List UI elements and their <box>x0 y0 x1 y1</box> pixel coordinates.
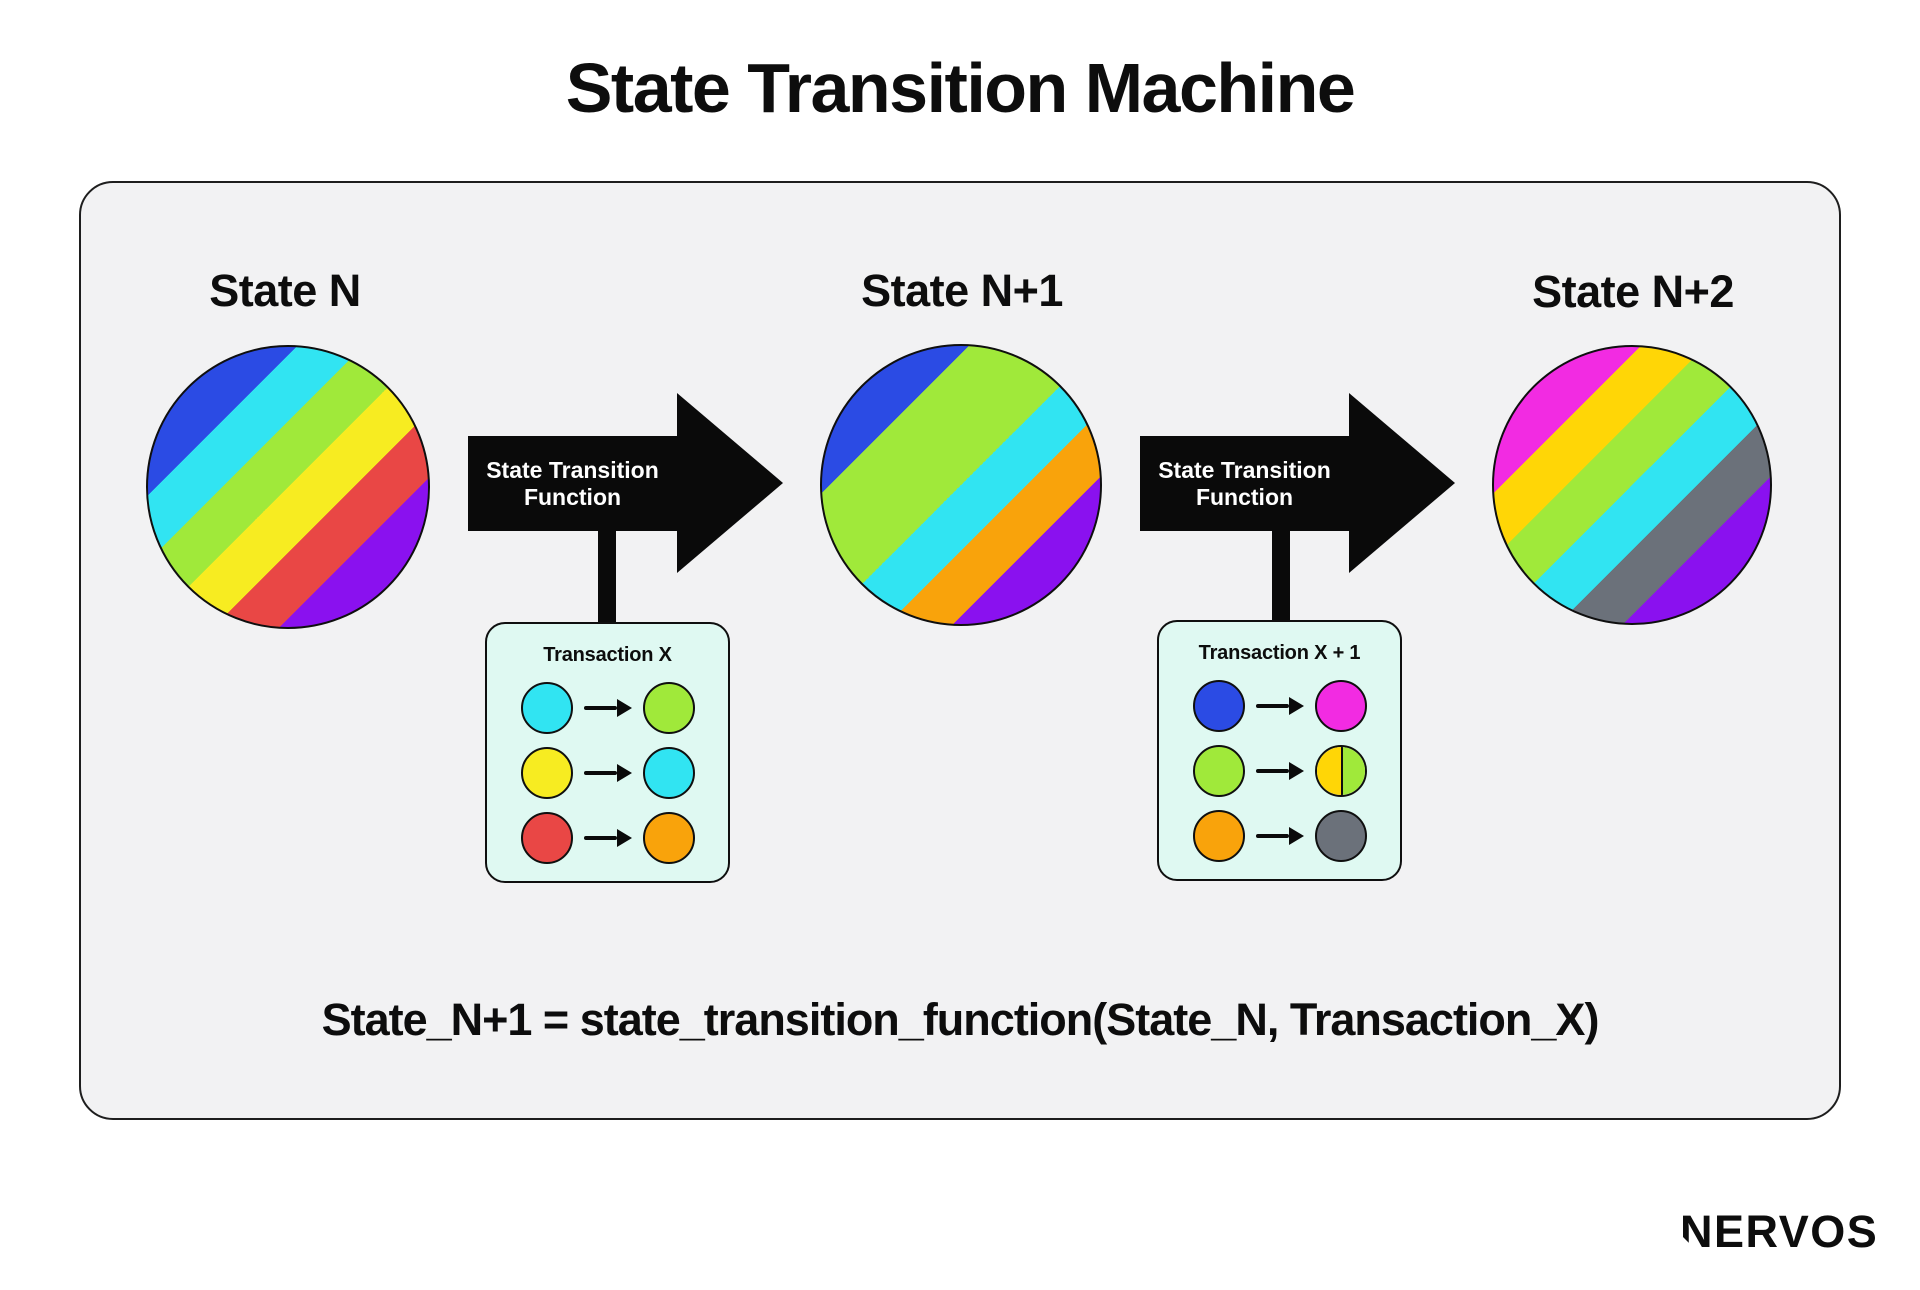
state-n2-circle <box>1492 345 1772 625</box>
arrow-head-icon <box>1349 393 1455 573</box>
mapping-row <box>487 747 728 799</box>
target-color-dot <box>642 812 695 864</box>
maps-to-arrow-icon <box>583 699 632 717</box>
source-color-dot <box>520 682 573 734</box>
maps-to-arrow-icon <box>583 764 632 782</box>
mapping-row <box>1159 680 1400 732</box>
arrow-label: State Transition Function <box>468 436 677 531</box>
page-title: State Transition Machine <box>565 49 1356 127</box>
source-color-dot <box>520 747 573 799</box>
transaction-x-title: Transaction X <box>543 644 672 666</box>
arrow-label-line2: Function <box>523 483 622 510</box>
maps-to-arrow-icon <box>1255 827 1304 845</box>
mapping-row <box>1159 810 1400 862</box>
arrow-label-line1: State Transition <box>486 456 659 483</box>
target-color-dot <box>642 747 695 799</box>
maps-to-arrow-icon <box>1255 762 1304 780</box>
diagram-container <box>79 181 1841 1120</box>
target-color-dot <box>1314 680 1367 732</box>
arrow-head-icon <box>677 393 783 573</box>
source-color-dot <box>1192 745 1245 797</box>
source-color-dot <box>520 812 573 864</box>
source-color-dot <box>1192 810 1245 862</box>
target-split-color-dot <box>1314 745 1367 797</box>
target-color-dot <box>642 682 695 734</box>
source-color-dot <box>1192 680 1245 732</box>
arrow-stem <box>598 530 616 624</box>
arrow-stem <box>1272 530 1290 622</box>
state-equation: State_N+1 = state_transition_function(St… <box>321 994 1600 1045</box>
maps-to-arrow-icon <box>583 829 632 847</box>
mapping-row <box>487 682 728 734</box>
target-color-dot <box>1314 810 1367 862</box>
transaction-x1-box: Transaction X + 1 <box>1157 620 1402 881</box>
state-n1-circle <box>820 344 1102 626</box>
split-left-half <box>1316 747 1341 795</box>
maps-to-arrow-icon <box>1255 697 1304 715</box>
split-right-half <box>1340 747 1365 795</box>
mapping-row <box>1159 745 1400 797</box>
mapping-row <box>487 812 728 864</box>
state-n1-label: State N+1 <box>861 265 1063 316</box>
transaction-x1-title: Transaction X + 1 <box>1198 642 1361 664</box>
arrow-label: State Transition Function <box>1140 436 1349 531</box>
arrow-label-line1: State Transition <box>1158 456 1331 483</box>
state-n-circle <box>146 345 430 629</box>
transaction-x-box: Transaction X <box>485 622 730 883</box>
state-n-label: State N <box>209 265 361 316</box>
arrow-label-line2: Function <box>1195 483 1294 510</box>
nervos-logo: NERVOS <box>1680 1206 1879 1257</box>
state-n2-label: State N+2 <box>1532 266 1734 317</box>
